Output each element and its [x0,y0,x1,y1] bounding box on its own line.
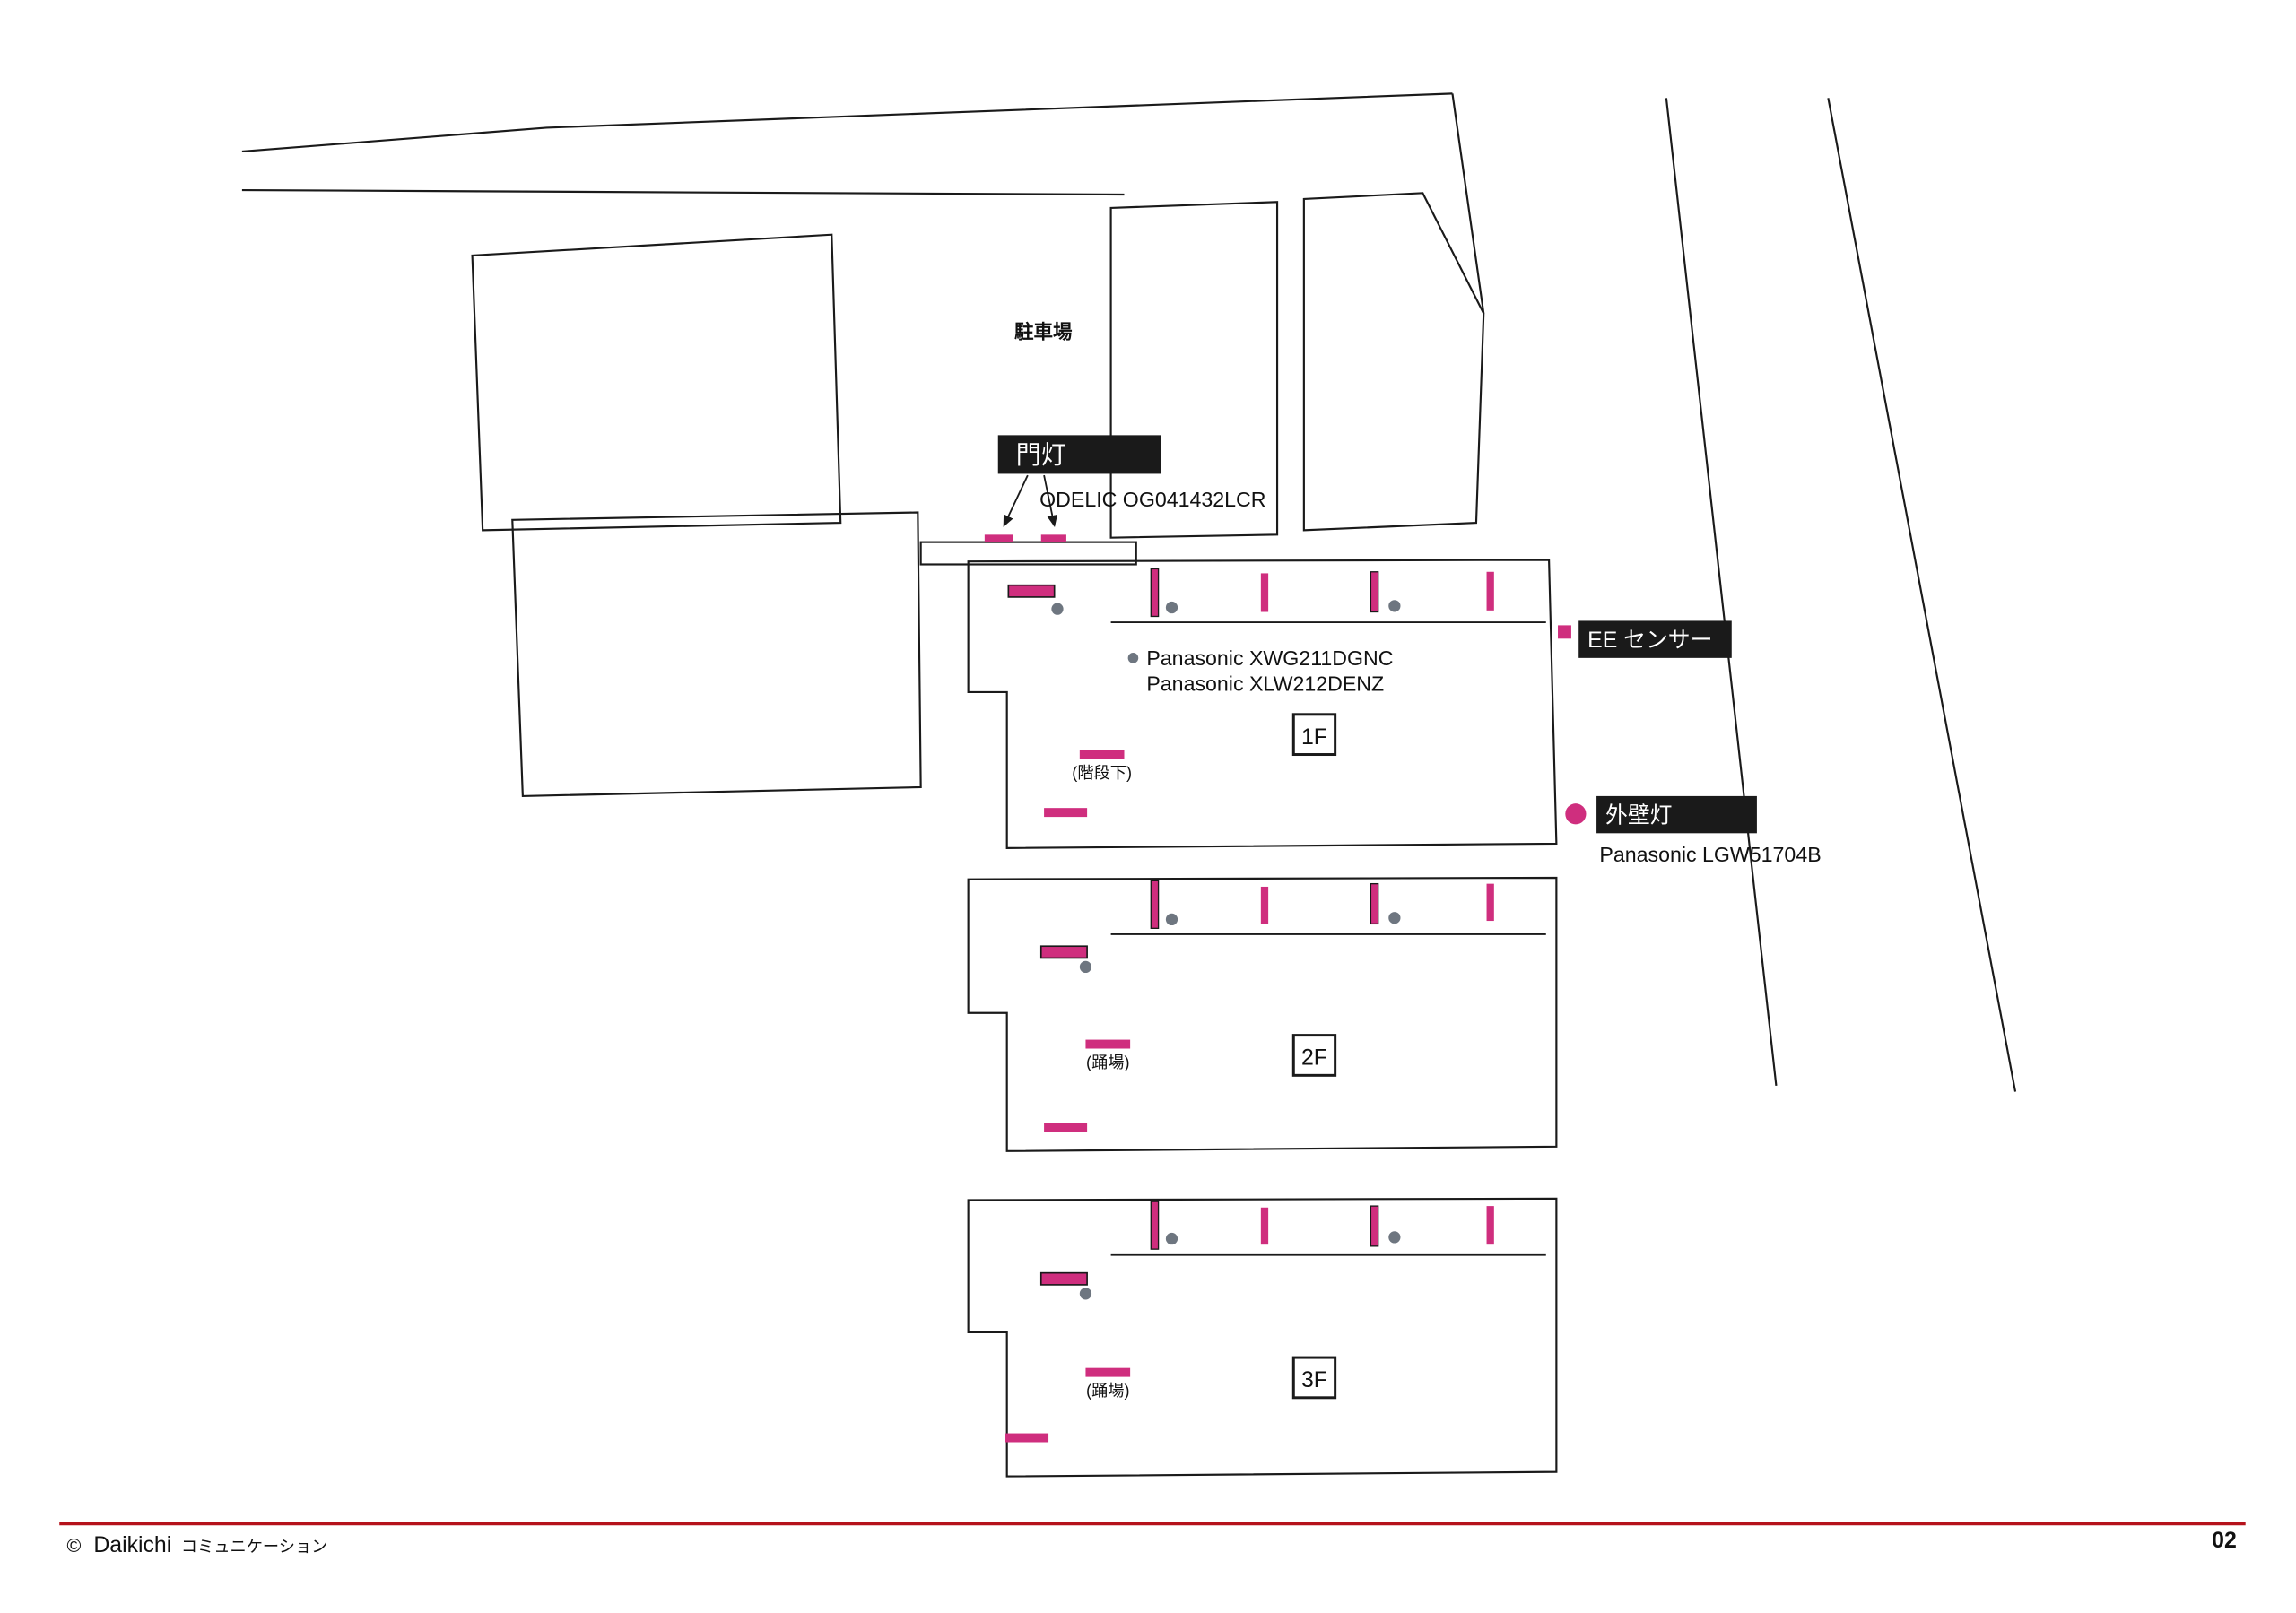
ee-sensor-annotation: EE センサー [1558,620,1732,658]
copyright-icon: © [67,1535,82,1557]
ee-sensor-label-box [1578,620,1732,658]
ceiling-light-model-2: Panasonic XLW212DENZ [1146,672,1384,695]
light-bar-icon [1370,882,1379,925]
light-bar-icon [1260,1207,1269,1245]
light-bar-icon [1150,568,1160,618]
wall-light-label-box [1596,795,1757,834]
light-bar-icon [1486,1206,1494,1245]
road-edge-top-upper [241,92,1453,153]
light-bar-icon [1044,1123,1088,1132]
floor-label-box-3f [1292,1356,1337,1400]
ceiling-light-model-1: Panasonic XWG211DGNC [1146,646,1393,670]
wall-light-annotation: 外壁灯 Panasonic LGW51704B [1565,795,1822,866]
light-bar-icon [1085,1367,1131,1377]
road-edge-right-inner [1665,98,1778,1087]
gate-lights [984,534,1066,542]
footer: © Daikichi コミュニケーション 02 [59,1522,2246,1557]
wall-light-label: 外壁灯 [1605,803,1672,828]
gate-light-label-box [997,435,1161,474]
downlight-icon [1079,960,1092,974]
floor-outline-3f [967,1197,1558,1478]
ee-sensor-label: EE センサー [1587,629,1712,653]
floor-label-1f: 1F [1301,725,1327,750]
porch-light-icon [1039,945,1088,959]
light-bar-icon [1044,808,1088,818]
road-edge-top-lower [241,188,1125,196]
road-edge-top-right [1451,93,1485,314]
gate-light-arrow [1043,474,1058,528]
light-bar-icon [1486,571,1494,611]
landing-note-2f: (踊場) [1086,1054,1130,1071]
brand-suffix: コミュニケーション [181,1538,327,1556]
floor-label-2f: 2F [1301,1046,1327,1071]
floor-label-box-1f [1292,713,1337,757]
floor-outline-2f [967,876,1558,1152]
floor-label-box-2f [1292,1034,1337,1077]
porch-light-icon [1007,584,1056,598]
gate-light-annotation: 門灯 ODELIC OG041432LCR [997,435,1266,528]
site-buildings [471,192,1485,798]
page-number: 02 [2212,1529,2237,1553]
light-bar-icon [1260,573,1269,612]
floor-plan-3f: (踊場) 3F [967,1197,1558,1478]
downlight-icon [1051,603,1064,615]
footer-copyright: © Daikichi コミュニケーション [67,1531,328,1557]
building-outline [471,233,842,532]
building-outline [1109,201,1279,539]
road-edge-right-outer [1827,98,2017,1092]
under-stairs-note: (階段下) [1072,764,1132,782]
ee-sensor-icon [1558,625,1571,639]
floor-outline-1f [967,559,1558,849]
gate-light-model: ODELIC OG041432LCR [1039,488,1265,511]
light-bar-icon [1370,1205,1379,1247]
parking-label: 駐車場 [1014,322,1073,343]
downlight-icon [1165,1232,1178,1245]
building-outline [1302,192,1485,532]
floor-plan-2f: (踊場) 2F [967,876,1558,1152]
downlight-icon [1388,600,1401,612]
landing-note-3f: (踊場) [1086,1382,1130,1400]
downlight-icon [1388,1231,1401,1244]
downlight-icon [1165,913,1178,926]
light-bar-icon [1079,750,1125,759]
wall-light-icon [1565,803,1587,825]
light-bar-icon [1150,1201,1160,1250]
gate-light-label: 門灯 [1016,441,1066,469]
gate-light-icon [984,534,1013,542]
downlight-icon [1165,601,1178,614]
gate-light-icon [1040,534,1066,542]
entrance-gate-strip [919,541,1137,566]
wall-light-model: Panasonic LGW51704B [1599,843,1821,866]
light-bar-icon [1260,886,1269,924]
floor-label-3f: 3F [1301,1368,1327,1392]
downlight-icon [1079,1288,1092,1300]
floor-plan-1f: Panasonic XWG211DGNC Panasonic XLW212DEN… [967,559,1558,849]
light-bar-icon [1486,883,1494,922]
porch-light-icon [1039,1271,1088,1286]
light-bar-icon [1005,1433,1049,1443]
gate-light-arrow [1003,474,1029,527]
downlight-icon [1388,912,1401,924]
roads [241,92,2017,1092]
light-bar-icon [1150,880,1160,929]
brand-name: Daikichi [93,1533,171,1557]
light-bar-icon [1370,571,1379,613]
downlight-icon [1127,653,1139,663]
building-outline [511,511,922,798]
light-bar-icon [1085,1039,1131,1049]
